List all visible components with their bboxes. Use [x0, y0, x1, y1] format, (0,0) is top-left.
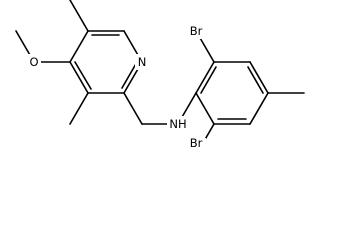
atom-label-br-top: Br [190, 24, 203, 38]
atom-label-nh: NH [169, 117, 186, 131]
bond-b6-b1 [195, 92, 215, 125]
bond-c5-methyl [69, 0, 89, 32]
pyridine-ring [69, 30, 143, 94]
bond-b4-b5 [249, 92, 269, 125]
benzene-ring [195, 61, 269, 125]
bond-c4-c3-inner [74, 61, 92, 90]
bond-b3-b4-inner [247, 66, 264, 94]
atom-label-br-bottom: Br [190, 136, 203, 150]
atom-label-n-ring: N [138, 55, 147, 69]
bond-c2-n1-inner [121, 61, 138, 89]
chemical-structure: N O NH Br Br [15, 0, 305, 151]
bond-b3-b4 [249, 61, 269, 94]
bond-c5-c4 [69, 30, 89, 63]
atom-label-o-methoxy: O [29, 55, 38, 69]
bond-b1-b2-inner [200, 66, 217, 94]
bond-c2-ch2 [123, 92, 143, 125]
bond-c3-methyl [69, 92, 89, 125]
bond-b1-b2 [195, 61, 215, 94]
bond-c4-c3 [69, 61, 89, 94]
